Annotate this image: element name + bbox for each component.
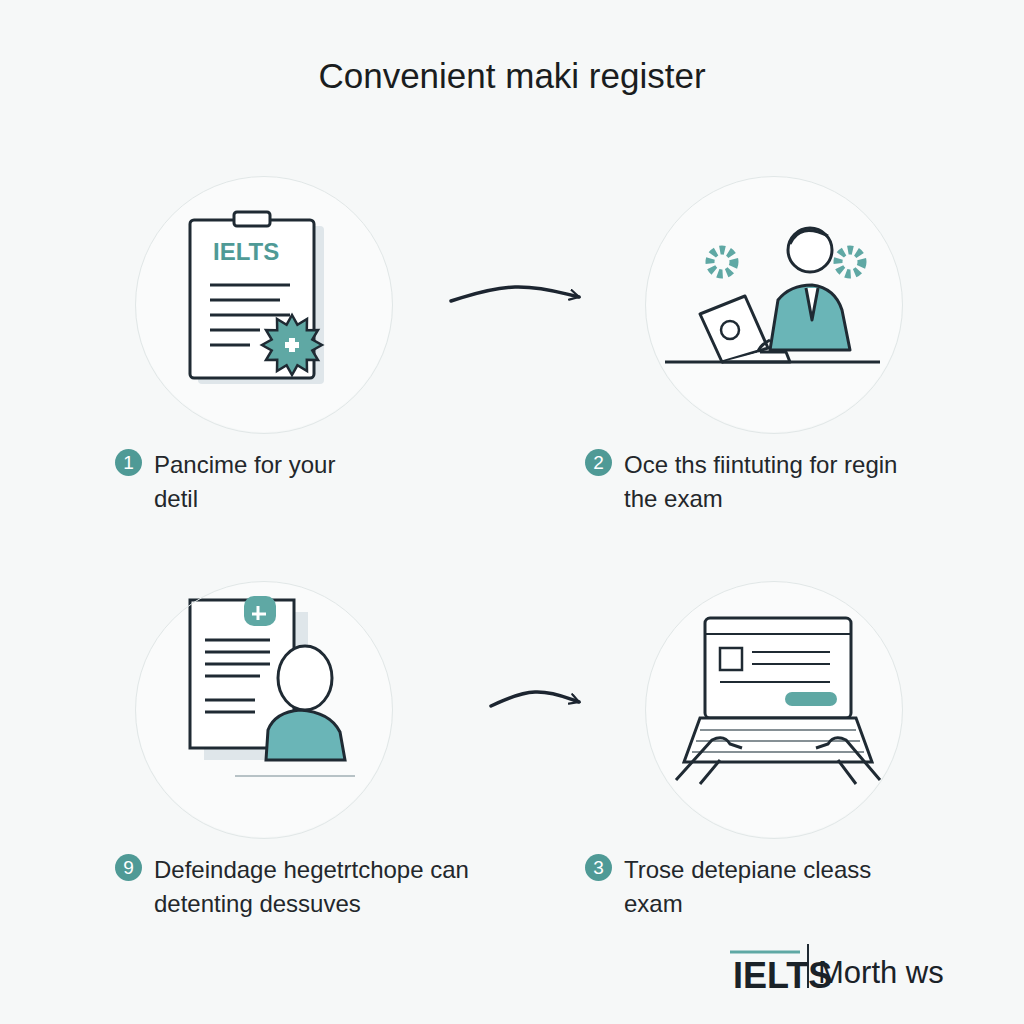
step-number: 9 bbox=[115, 854, 142, 881]
flow-arrow bbox=[451, 287, 579, 301]
step-circle bbox=[135, 176, 393, 434]
logo-text: Morth ws bbox=[818, 955, 944, 991]
step-node: 9 Defeindage hegetrtchope can detenting d… bbox=[115, 581, 485, 921]
diagram-title: Convenient maki register bbox=[0, 56, 1024, 96]
step-node: 2 Oce ths fiintuting for regin the exam bbox=[585, 176, 915, 516]
step-label: Defeindage hegetrtchope can detenting de… bbox=[154, 853, 484, 921]
document-person-icon bbox=[190, 596, 355, 776]
step-text-row: 9 Defeindage hegetrtchope can detenting d… bbox=[115, 853, 485, 921]
step-text-row: 3 Trose detepiane cleass exam bbox=[585, 853, 915, 921]
step-circle bbox=[645, 581, 903, 839]
step-node: 1 Pancime for your detil bbox=[115, 176, 445, 516]
step-label: Trose detepiane cleass exam bbox=[624, 853, 904, 921]
step-text-row: 2 Oce ths fiintuting for regin the exam bbox=[585, 448, 915, 516]
step-node: 3 Trose detepiane cleass exam bbox=[585, 581, 915, 921]
clipboard-icon bbox=[190, 212, 324, 384]
step-number: 2 bbox=[585, 449, 612, 476]
flow-arrow bbox=[491, 692, 579, 706]
person-laptop-icon bbox=[665, 228, 880, 362]
laptop-icon bbox=[676, 618, 880, 784]
step-label: Oce ths fiintuting for regin the exam bbox=[624, 448, 914, 516]
logo-mark: IELTS bbox=[733, 955, 832, 997]
step-text-row: 1 Pancime for your detil bbox=[115, 448, 445, 516]
logo-bar bbox=[730, 951, 800, 954]
step-circle bbox=[645, 176, 903, 434]
step-number: 1 bbox=[115, 449, 142, 476]
clipboard-label: IELTS bbox=[213, 238, 279, 266]
step-number: 3 bbox=[585, 854, 612, 881]
step-circle bbox=[135, 581, 393, 839]
step-label: Pancime for your detil bbox=[154, 448, 384, 516]
